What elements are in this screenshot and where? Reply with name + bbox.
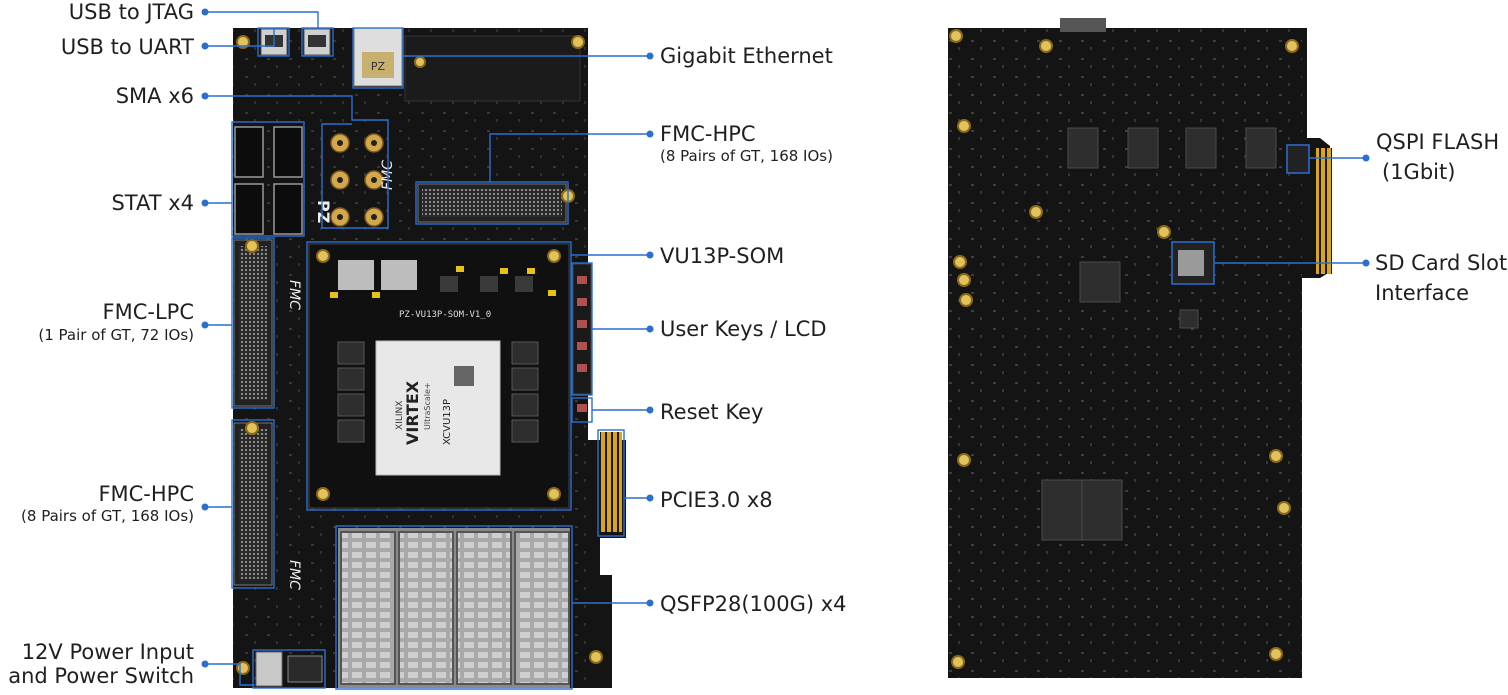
fmc-silk-mid: FMC — [286, 280, 302, 310]
pz-silk-text: PZ — [314, 200, 333, 223]
fpga-sub: UltraScale+ — [423, 382, 432, 430]
sd-card-label: SD Card Slot — [1375, 251, 1508, 275]
fpga-family: VIRTEX — [403, 380, 422, 445]
pcie-label: PCIE3.0 x8 — [660, 488, 773, 512]
qsfp-label: QSFP28(100G) x4 — [660, 592, 847, 616]
eth-silk-text: PZ — [371, 60, 386, 73]
fmc-silk-bottom: FMC — [286, 560, 302, 590]
fmc-hpc-left-sublabel: (8 Pairs of GT, 168 IOs) — [21, 507, 194, 525]
usb-uart-label: USB to UART — [60, 35, 194, 59]
gigabit-ethernet-label: Gigabit Ethernet — [660, 44, 833, 68]
leader-lines — [205, 11, 1366, 690]
power-input-label: 12V Power Input — [21, 640, 194, 664]
user-keys-label: User Keys / LCD — [660, 317, 827, 341]
fmc-hpc-label: FMC-HPC — [660, 122, 756, 146]
stat-label: STAT x4 — [111, 191, 194, 215]
som-label: VU13P-SOM — [660, 244, 785, 268]
usb-jtag-label: USB to JTAG — [68, 0, 194, 24]
qspi-flash-label: QSPI FLASH — [1376, 130, 1500, 154]
som-silk-text: PZ-VU13P-SOM-V1_0 — [399, 310, 491, 320]
power-switch-label: and Power Switch — [8, 664, 194, 688]
reset-key-label: Reset Key — [660, 400, 764, 424]
sma-label: SMA x6 — [115, 84, 194, 108]
fmc-hpc-left-label: FMC-HPC — [98, 482, 194, 506]
fmc-lpc-label: FMC-LPC — [102, 300, 194, 324]
front-board: PZ PZ FMC FMC FMC — [233, 27, 626, 688]
fpga-brand: XILINX — [395, 401, 405, 430]
fmc-lpc-sublabel: (1 Pair of GT, 72 IOs) — [38, 326, 194, 344]
fpga-part: XCVU13P — [442, 399, 453, 445]
fmc-hpc-sublabel: (8 Pairs of GT, 168 IOs) — [660, 147, 833, 165]
qspi-size-label: (1Gbit) — [1382, 160, 1456, 184]
back-board — [948, 18, 1332, 678]
sd-interface-label: Interface — [1375, 281, 1470, 305]
